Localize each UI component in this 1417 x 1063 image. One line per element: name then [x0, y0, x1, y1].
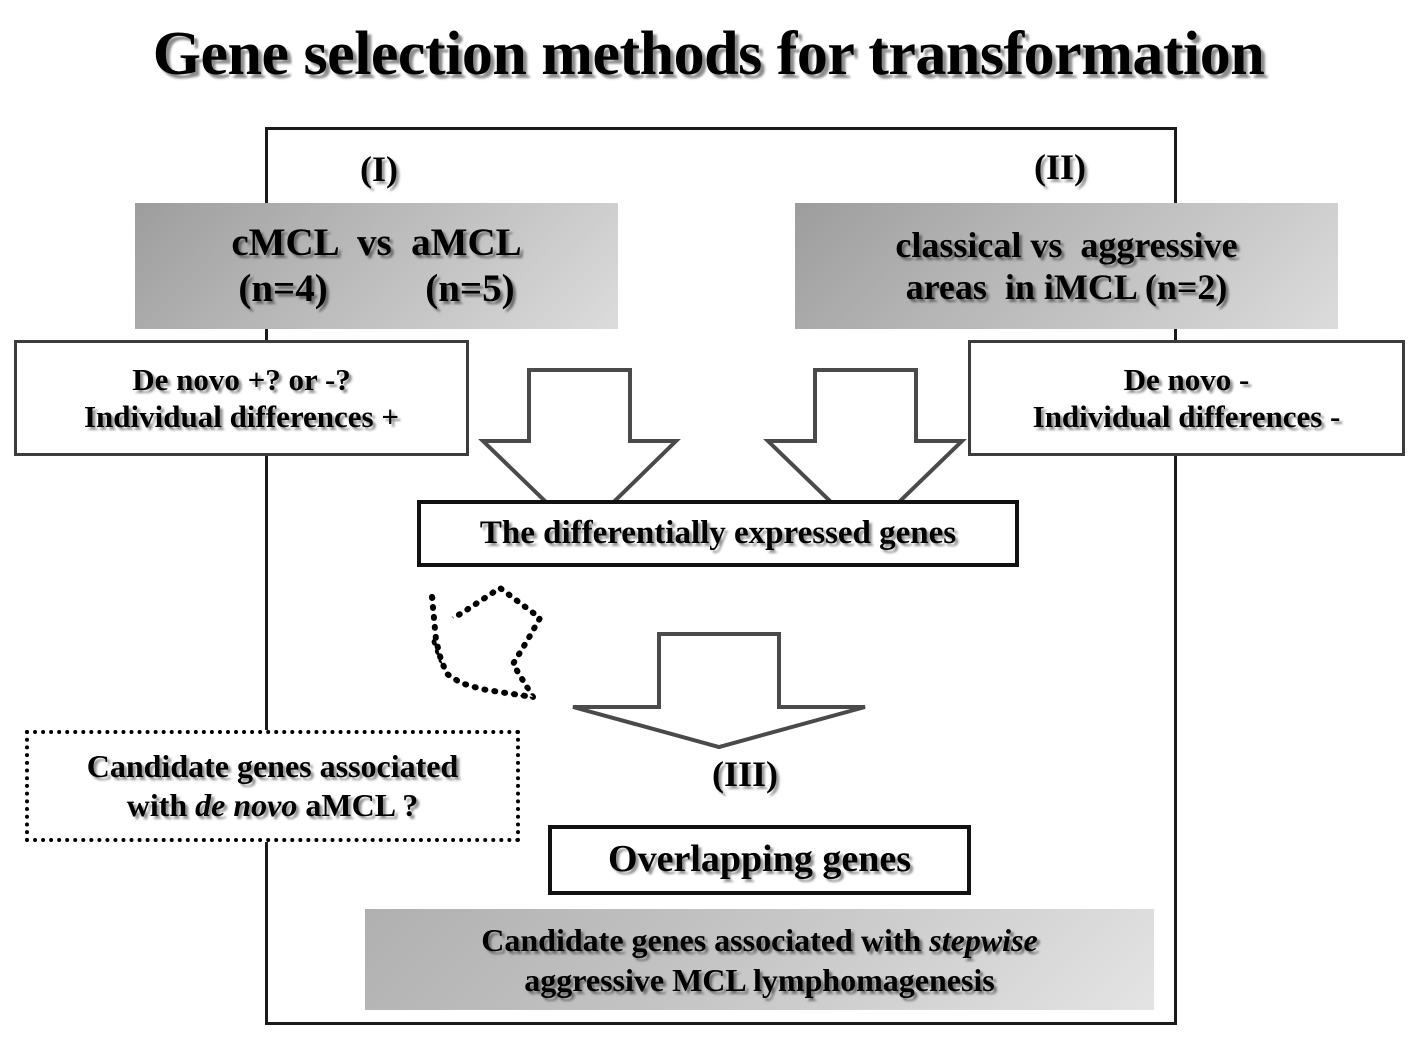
note-left-line-2: Individual differences + [83, 399, 400, 434]
comparison-panel-cmcl-vs-amcl: cMCL vs aMCL (n=4) (n=5) [135, 203, 618, 329]
panel-imcl-line-2: areas in iMCL (n=2) [905, 267, 1228, 307]
comparison-panel-classical-vs-aggressive: classical vs aggressive areas in iMCL (n… [795, 203, 1338, 329]
deg-label: The differentially expressed genes [479, 514, 957, 551]
overlapping-label: Overlapping genes [608, 838, 911, 881]
panel-cmcl-line-1: cMCL vs aMCL [231, 220, 522, 264]
stepwise-italic: stepwise [929, 921, 1038, 958]
step-label-two: (II) [1034, 147, 1086, 187]
candidate-denovo-italic: de novo [195, 787, 298, 823]
stepwise-prefix: Candidate genes associated with [481, 921, 930, 958]
stepwise-line-2: aggressive MCL lymphomagenesis [524, 961, 995, 998]
note-box-right: De novo - Individual differences - [968, 340, 1405, 456]
note-right-line-1: De novo - [1123, 361, 1250, 397]
result-box-differentially-expressed-genes: The differentially expressed genes [417, 500, 1019, 567]
step-label-one: (I) [360, 149, 398, 189]
result-box-candidate-genes-de-novo: Candidate genes associated with de novo … [25, 730, 520, 842]
note-left-line-1: De novo +? or -? [132, 361, 351, 397]
candidate-denovo-line-2: with de novo aMCL ? [127, 786, 419, 825]
note-right-line-2: Individual differences - [1032, 399, 1341, 434]
candidate-denovo-line-1: Candidate genes associated [86, 747, 459, 784]
conclusion-bar-candidate-genes-stepwise: Candidate genes associated with stepwise… [365, 909, 1154, 1010]
note-box-left: De novo +? or -? Individual differences … [14, 340, 469, 456]
result-box-overlapping-genes: Overlapping genes [548, 825, 971, 895]
step-label-three: (III) [711, 754, 778, 794]
panel-cmcl-line-2: (n=4) (n=5) [238, 267, 515, 310]
candidate-denovo-suffix: aMCL ? [297, 787, 419, 823]
panel-imcl-line-1: classical vs aggressive [895, 224, 1238, 265]
diagram-outer-frame [265, 127, 1177, 1025]
candidate-denovo-prefix: with [126, 787, 196, 823]
stepwise-line-1: Candidate genes associated with stepwise [481, 920, 1037, 960]
page-title: Gene selection methods for transformatio… [152, 20, 1265, 88]
